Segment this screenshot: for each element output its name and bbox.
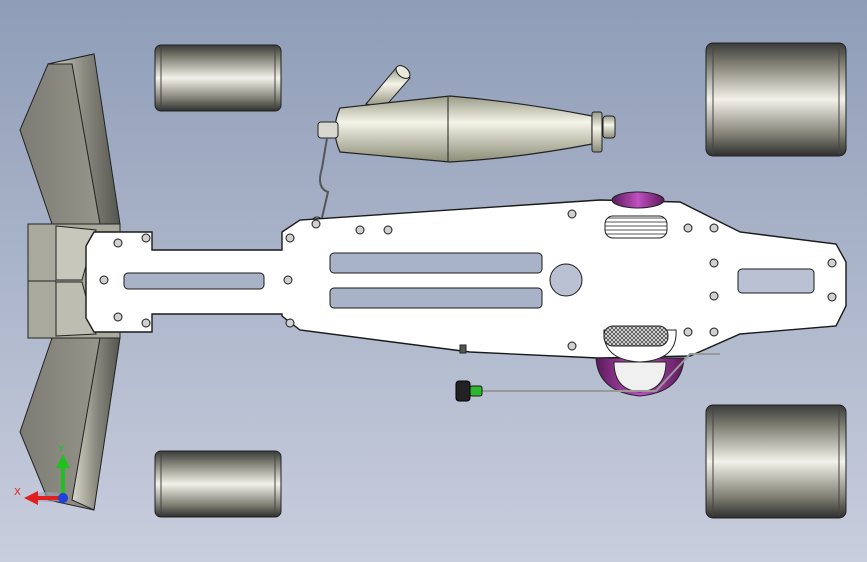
- engine-air-filter: [603, 325, 669, 347]
- slot-front: [123, 272, 265, 290]
- tire-rear-bottom[interactable]: [705, 404, 847, 519]
- engine-cooling-fins: [604, 215, 668, 239]
- tire-front-bottom[interactable]: [154, 450, 282, 518]
- tire-front-top[interactable]: [154, 44, 282, 112]
- chassis-plate[interactable]: [85, 199, 847, 359]
- slot-rear: [737, 268, 815, 294]
- x-axis-label: X: [14, 487, 21, 498]
- tire-rear-top[interactable]: [705, 42, 847, 157]
- fuel-line[interactable]: [455, 344, 720, 402]
- slot-mid-upper: [329, 252, 543, 274]
- exhaust-pipe[interactable]: [311, 63, 616, 228]
- y-axis-label: Y: [57, 444, 65, 455]
- engine[interactable]: [595, 191, 685, 397]
- coordinate-triad: Y X: [14, 444, 70, 505]
- slot-mid-lower: [329, 287, 543, 309]
- center-hole: [549, 263, 583, 297]
- chassis-screws: [99, 209, 837, 351]
